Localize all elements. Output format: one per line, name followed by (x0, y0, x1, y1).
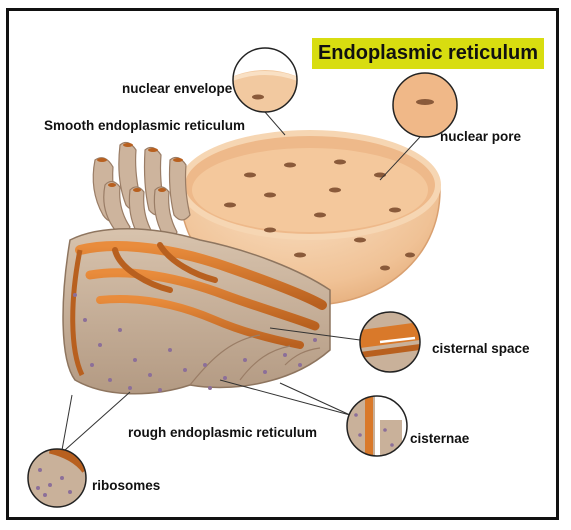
callout-lines (61, 111, 421, 451)
label-ribosomes: ribosomes (92, 478, 161, 493)
ribosome-dots (73, 293, 317, 392)
magnifier-cisternae (346, 395, 408, 457)
magnifier-nuclear-pore (392, 72, 458, 138)
smooth-er-tubules (92, 141, 191, 239)
label-nuclear-pore: nuclear pore (440, 129, 522, 144)
label-cisternae: cisternae (410, 431, 470, 446)
rough-er-body (62, 228, 331, 395)
magnifier-nuclear-envelope (232, 47, 298, 113)
label-cisternal-space: cisternal space (432, 341, 530, 356)
magnifier-ribosomes (27, 448, 87, 508)
label-rough-er: rough endoplasmic reticulum (128, 425, 318, 440)
magnifier-cisternal-space (359, 311, 421, 373)
label-nuclear-envelope: nuclear envelope (122, 81, 233, 96)
label-smooth-er: Smooth endoplasmic reticulum (44, 118, 246, 133)
diagram-title: Endoplasmic reticulum (312, 38, 544, 69)
